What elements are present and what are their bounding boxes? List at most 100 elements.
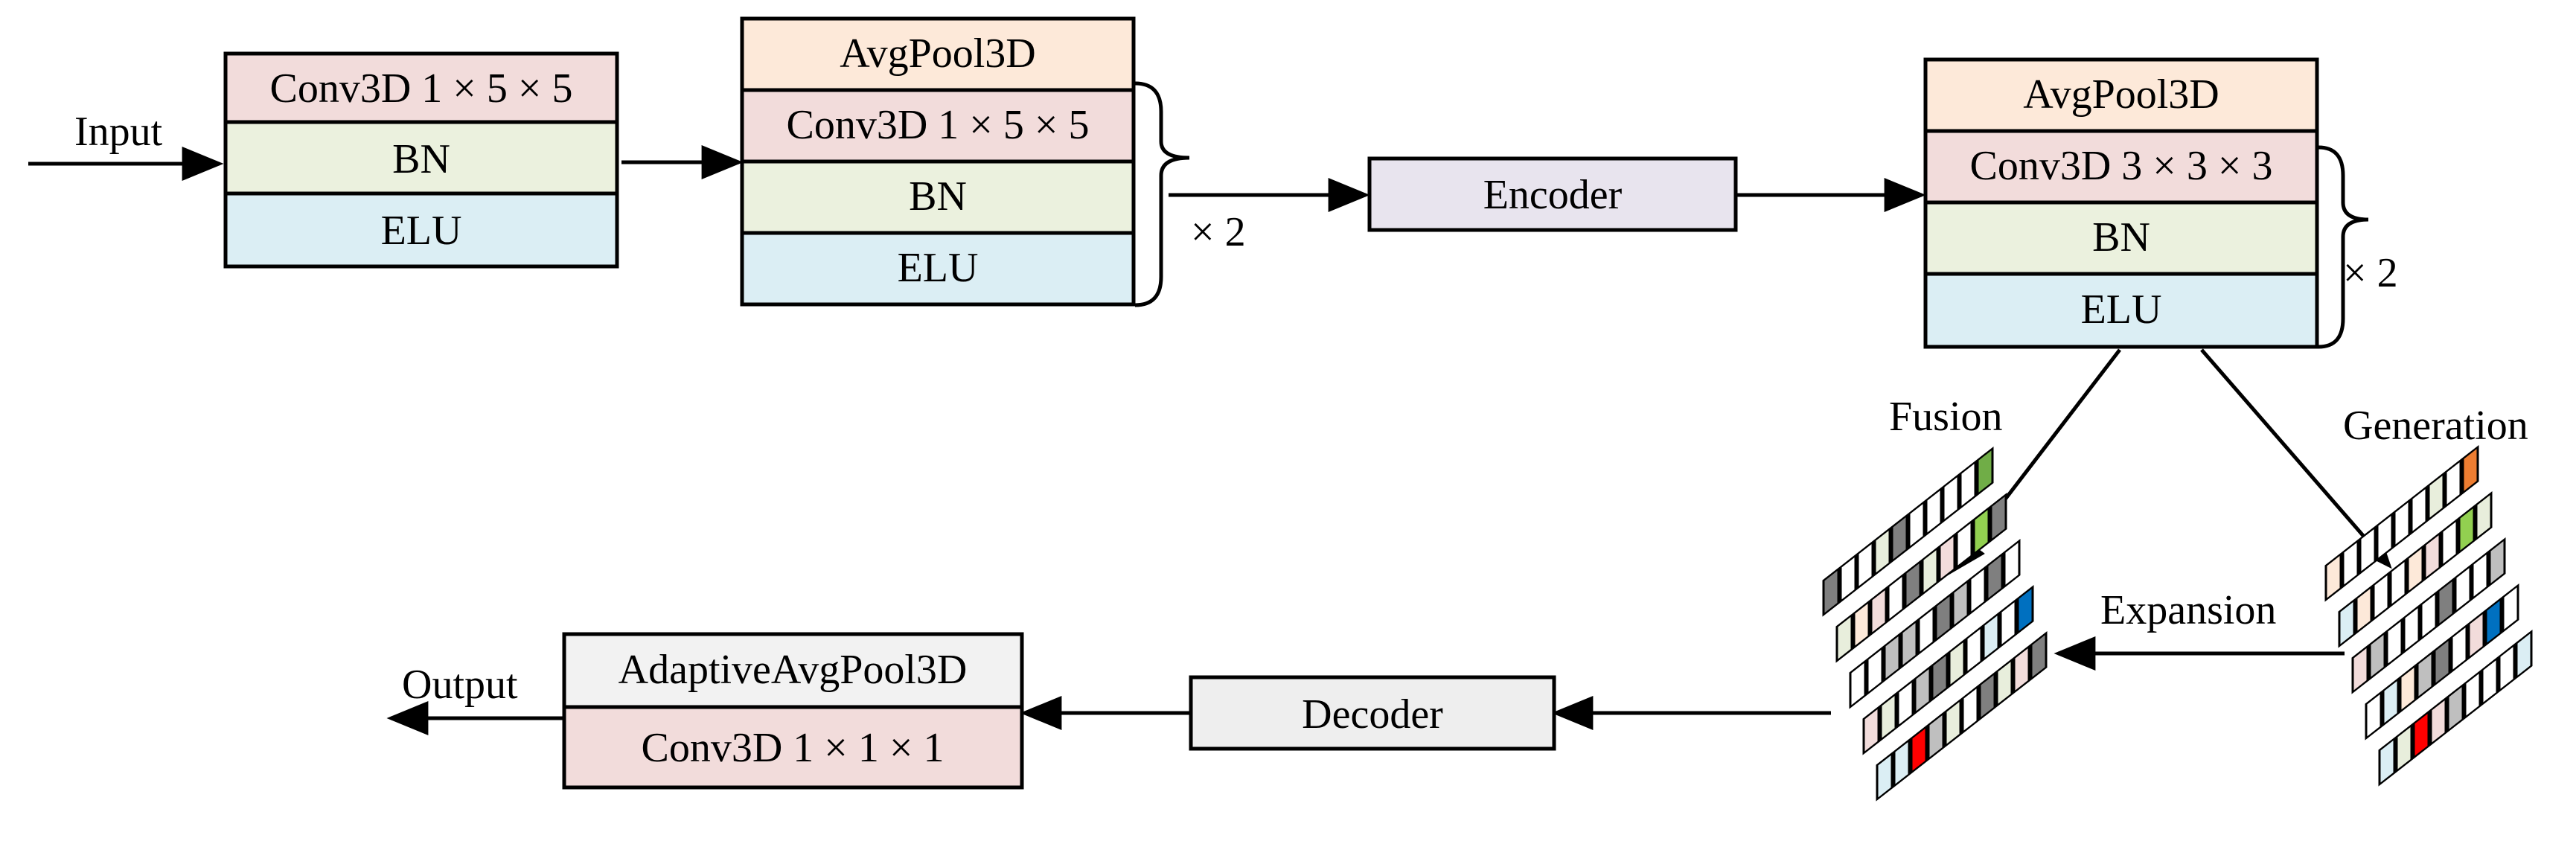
token-cell — [2488, 537, 2506, 587]
token-cell — [2389, 557, 2407, 608]
token-cell — [1989, 492, 2007, 543]
block3-conv-label: Conv3D 3 × 3 × 3 — [1970, 143, 2273, 189]
token-cell — [2355, 584, 2373, 635]
block3-elu-label: ELU — [2081, 287, 2162, 333]
token-strip — [1876, 630, 2048, 802]
output-label: Output — [402, 662, 518, 708]
token-cell — [2481, 656, 2499, 706]
generation-token-grid — [2324, 444, 2533, 787]
token-cell — [2393, 498, 2411, 549]
token-cell — [2416, 650, 2434, 700]
block2-brace — [1134, 81, 1190, 307]
token-strip — [1862, 584, 2034, 755]
token-cell — [2406, 544, 2424, 595]
token-cell — [2461, 444, 2479, 495]
token-cell — [1876, 751, 1893, 802]
token-cell — [2515, 629, 2533, 679]
token-cell — [2441, 517, 2458, 568]
token-cell — [2427, 471, 2445, 522]
token-strip — [1849, 538, 2021, 709]
token-cell — [2475, 490, 2493, 541]
token-cell — [1908, 499, 1925, 550]
block2-bn — [740, 159, 1136, 235]
block1-elu-label: ELU — [381, 208, 462, 254]
token-cell — [1925, 486, 1943, 537]
block1-conv-label: Conv3D 1 × 5 × 5 — [270, 65, 573, 112]
token-cell — [1978, 671, 1996, 721]
token-cell — [2376, 511, 2394, 562]
token-cell — [2429, 696, 2447, 746]
token-cell — [2423, 531, 2441, 581]
token-cell — [1839, 553, 1857, 604]
token-cell — [2385, 617, 2403, 668]
token-cell — [2378, 736, 2396, 787]
token-cell — [1866, 645, 1884, 696]
token-cell — [1914, 665, 1931, 715]
block3-elu — [1923, 272, 2319, 349]
token-cell — [2395, 723, 2413, 773]
token-strip — [1822, 446, 1994, 617]
token-cell — [1931, 651, 1949, 702]
block1-bn — [223, 120, 619, 196]
output-pool-label: AdaptiveAvgPool3D — [619, 647, 968, 693]
block2: AvgPool3D Conv3D 1 × 5 × 5 BN ELU — [740, 16, 1136, 307]
token-cell — [2372, 571, 2390, 621]
decoder-label: Decoder — [1302, 691, 1443, 738]
token-cell — [2437, 577, 2455, 627]
token-cell — [1934, 592, 1952, 642]
token-cell — [1917, 605, 1935, 656]
expansion-label: Expansion — [2100, 587, 2276, 633]
token-cell — [1835, 613, 1853, 663]
token-cell — [1959, 459, 1977, 510]
token-cell — [1938, 532, 1956, 583]
token-strip — [1835, 492, 2007, 663]
token-cell — [1853, 599, 1870, 650]
token-cell — [1870, 586, 1888, 636]
token-cell — [1999, 598, 2017, 648]
token-cell — [2410, 485, 2428, 535]
block2-pool — [740, 16, 1136, 92]
generation-arrow — [2200, 348, 2392, 569]
token-cell — [2403, 604, 2420, 654]
token-cell — [2433, 636, 2451, 687]
token-cell — [2013, 644, 2030, 694]
token-cell — [2338, 598, 2356, 648]
token-cell — [1982, 611, 2000, 662]
token-cell — [2420, 590, 2438, 641]
token-cell — [1879, 691, 1897, 742]
token-cell — [2324, 551, 2342, 602]
token-cell — [1910, 724, 1928, 775]
token-cell — [2359, 525, 2377, 575]
block3-repeat-label: × 2 — [2343, 250, 2398, 296]
token-cell — [1862, 705, 1880, 755]
token-cell — [1856, 540, 1874, 590]
token-strip — [2338, 490, 2493, 648]
token-cell — [2502, 583, 2519, 633]
block3: AvgPool3D Conv3D 3 × 3 × 3 BN ELU — [1923, 57, 2319, 349]
decoder-box: Decoder — [1189, 675, 1556, 751]
token-cell — [1969, 565, 1987, 615]
token-cell — [2003, 538, 2021, 589]
block3-conv — [1923, 129, 2319, 205]
token-cell — [2016, 584, 2034, 635]
token-strip — [2378, 629, 2533, 787]
fusion-label: Fusion — [1889, 394, 2003, 440]
output-block: AdaptiveAvgPool3D Conv3D 1 × 1 × 1 — [562, 632, 1024, 790]
block3-pool — [1923, 57, 2319, 133]
block3-brace — [2318, 145, 2369, 349]
token-cell — [1965, 624, 1983, 675]
token-cell — [2498, 642, 2516, 693]
token-cell — [1893, 738, 1911, 788]
token-cell — [2365, 690, 2382, 741]
block3-bn — [1923, 200, 2319, 276]
token-cell — [2030, 630, 2048, 681]
token-cell — [2471, 550, 2489, 601]
block2-pool-label: AvgPool3D — [840, 31, 1035, 77]
token-cell — [2444, 458, 2462, 508]
token-cell — [1822, 566, 1840, 617]
token-cell — [1995, 657, 2013, 708]
block2-conv-label: Conv3D 1 × 5 × 5 — [787, 102, 1090, 148]
token-cell — [1873, 526, 1891, 577]
token-cell — [1961, 684, 1979, 735]
